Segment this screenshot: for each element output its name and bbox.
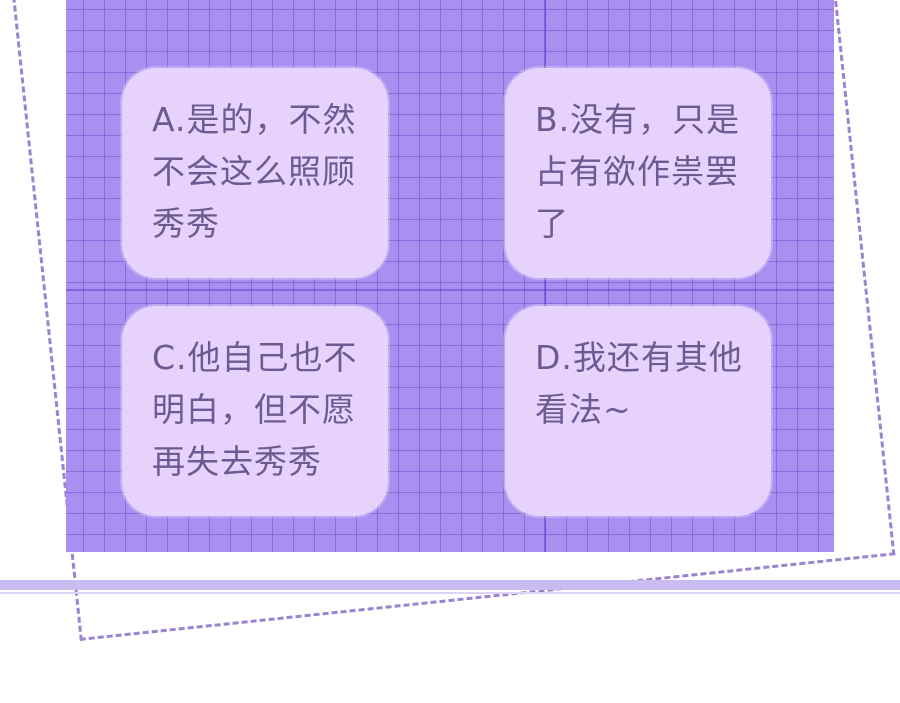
option-a-label: A.是的，不然不会这么照顾秀秀 [152,100,357,243]
option-c-card[interactable]: C.他自己也不明白，但不愿再失去秀秀 [122,306,388,516]
bottom-divider [0,580,900,590]
option-c-label: C.他自己也不明白，但不愿再失去秀秀 [152,338,358,481]
option-d-card[interactable]: D.我还有其他看法~ [505,306,771,516]
bottom-divider-thin [0,592,900,594]
option-a-card[interactable]: A.是的，不然不会这么照顾秀秀 [122,68,388,278]
grid-center-line-horizontal [66,289,834,291]
option-d-label: D.我还有其他看法~ [535,338,743,429]
option-b-label: B.没有，只是占有欲作祟罢了 [535,100,741,243]
option-b-card[interactable]: B.没有，只是占有欲作祟罢了 [505,68,771,278]
